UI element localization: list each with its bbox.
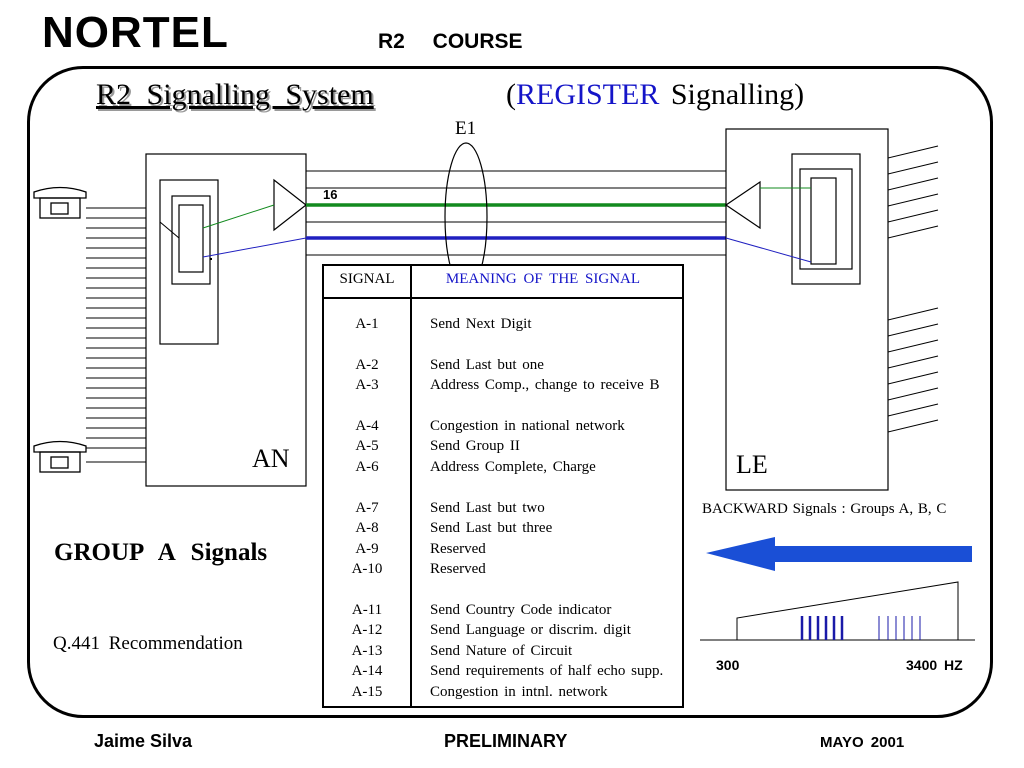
table-row-code: A-8 [355, 520, 379, 536]
table-header-divider [324, 297, 682, 299]
an-connector [159, 221, 180, 239]
table-row-meaning: Address Complete, Charge [430, 459, 596, 475]
table-row-code: A-10 [351, 561, 383, 577]
page-title: R2 Signalling System [96, 78, 374, 111]
table-row-code: A-13 [351, 643, 383, 659]
table-row-meaning: Congestion in national network [430, 418, 625, 434]
subtitle-rest: Signalling) [659, 78, 805, 111]
an-blue-link [202, 237, 307, 258]
footer-status: PRELIMINARY [444, 731, 568, 751]
subscriber-lines-left [86, 207, 146, 463]
footer-author: Jaime Silva [94, 731, 193, 751]
table-row-meaning: Send Language or discrim. digit [430, 622, 631, 638]
table-row-code: A-7 [355, 500, 379, 516]
telephone-icon [33, 186, 87, 219]
table-row-code: A-14 [351, 663, 383, 679]
table-row-meaning: Congestion in intnl. network [430, 684, 608, 700]
table-row-meaning: Send Last but three [430, 520, 553, 536]
le-amplifier-icon [724, 180, 761, 230]
freq-high-label: 3400 HZ [906, 657, 963, 673]
frequency-spectrum [700, 581, 975, 641]
nortel-logo: NORTEL [42, 8, 229, 57]
subscriber-lines-right [887, 145, 939, 433]
channel-16-label: 16 [323, 187, 338, 202]
slide-frame [27, 66, 993, 718]
table-row-meaning: Send Next Digit [430, 316, 532, 332]
an-label: AN [252, 444, 290, 473]
le-blue-link [725, 237, 812, 263]
table-row-code: A-12 [351, 622, 383, 638]
table-row-code: A-6 [355, 459, 379, 475]
trunk-lines [306, 170, 726, 256]
subtitle-accent: REGISTER [516, 78, 660, 111]
table-row-code: A-15 [351, 684, 383, 700]
table-row-meaning: Reserved [430, 541, 486, 557]
subtitle-open: ( [506, 78, 516, 111]
an-green-link [202, 204, 275, 229]
table-row-meaning: Send requirements of half echo supp. [430, 663, 664, 679]
backward-signals-text: BACKWARD Signals : Groups A, B, C [702, 501, 947, 517]
freq-low-label: 300 [716, 657, 740, 673]
table-row-meaning: Send Nature of Circuit [430, 643, 573, 659]
table-row-meaning: Reserved [430, 561, 486, 577]
page-subtitle: (REGISTER Signalling) [506, 78, 804, 112]
table-row-code: A-5 [355, 438, 379, 454]
table-row-meaning: Send Country Code indicator [430, 602, 612, 618]
table-header-meaning: MEANING OF THE SIGNAL [445, 271, 641, 287]
table-row-meaning: Send Last but one [430, 357, 544, 373]
telephone-icon [33, 440, 87, 473]
table-row-meaning: Send Group II [430, 438, 520, 454]
le-label: LE [736, 450, 768, 479]
table-row-code: A-1 [355, 316, 379, 332]
table-row-code: A-4 [355, 418, 379, 434]
table-row-code: A-2 [355, 357, 379, 373]
group-a-title: GROUP A Signals [54, 539, 268, 566]
backward-arrow-icon [706, 537, 972, 571]
table-row-meaning: Address Comp., change to receive B [430, 377, 660, 393]
table-header-signal: SIGNAL [339, 271, 395, 287]
table-row-code: A-11 [351, 602, 383, 618]
e1-label: E1 [455, 118, 477, 139]
table-row-code: A-3 [355, 377, 379, 393]
recommendation-text: Q.441 Recommendation [53, 633, 243, 654]
table-row-meaning: Send Last but two [430, 500, 545, 516]
signal-table: SIGNAL MEANING OF THE SIGNAL A-1 Send Ne… [322, 264, 684, 708]
le-node [725, 128, 889, 491]
footer-date: MAYO 2001 [820, 734, 905, 751]
course-header: R2 COURSE [378, 30, 523, 53]
table-column-divider [410, 266, 412, 706]
table-row-code: A-9 [355, 541, 379, 557]
